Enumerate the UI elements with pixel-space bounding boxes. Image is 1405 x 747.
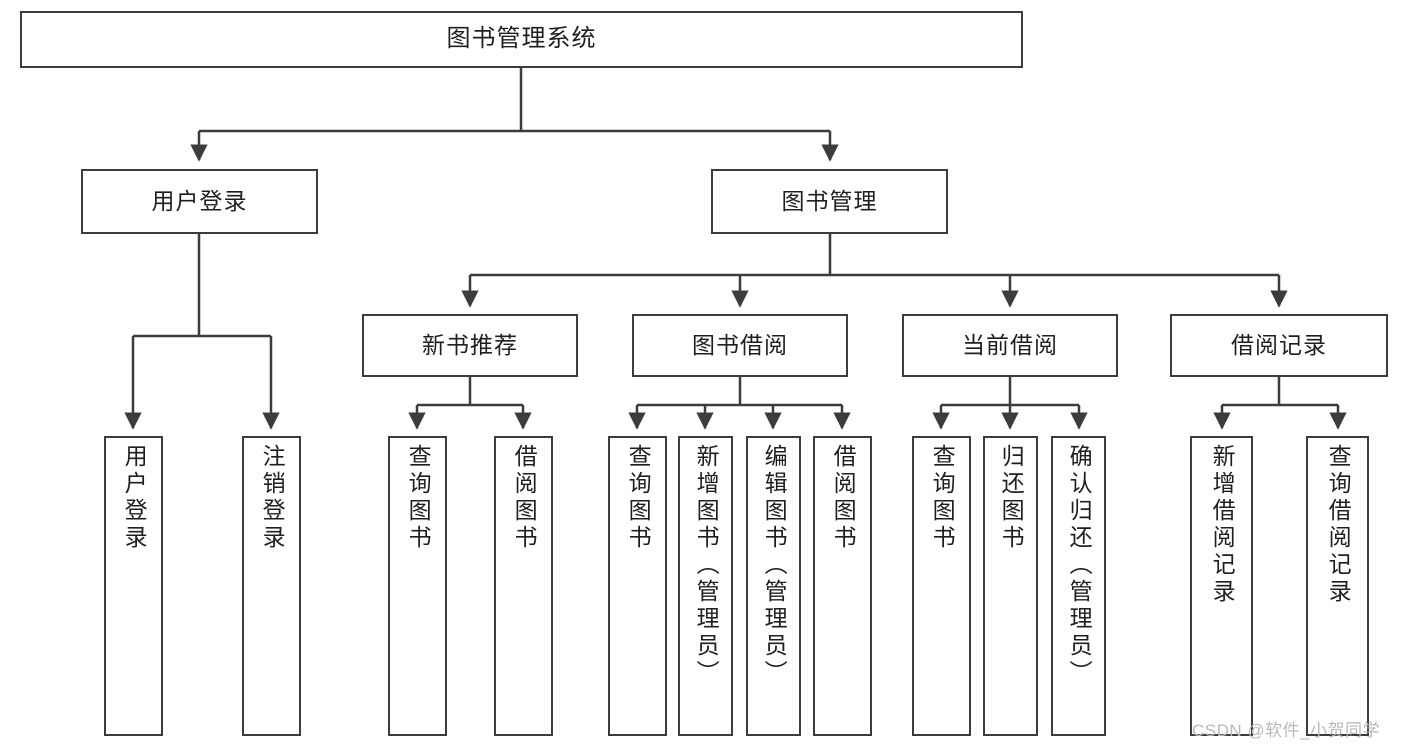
leaf-borrow-borrow-book[interactable]: 借阅图书 — [813, 436, 872, 736]
leaf-current-return-book[interactable]: 归还图书 — [983, 436, 1038, 736]
node-label: 当前借阅 — [962, 331, 1058, 358]
node-label: 图书管理系统 — [446, 25, 597, 53]
leaf-record-add-record[interactable]: 新增借阅记录 — [1190, 436, 1253, 736]
node-current-borrow[interactable]: 当前借阅 — [902, 314, 1118, 377]
node-label: 借阅记录 — [1231, 331, 1327, 358]
leaf-current-query-book[interactable]: 查询图书 — [912, 436, 971, 736]
node-label: 查询借阅记录 — [1325, 444, 1352, 606]
node-label: 归还图书 — [998, 444, 1025, 552]
node-label: 注销登录 — [259, 444, 286, 552]
node-label: 借阅图书 — [830, 444, 857, 552]
leaf-record-query-record[interactable]: 查询借阅记录 — [1306, 436, 1369, 736]
leaf-borrow-query-book[interactable]: 查询图书 — [608, 436, 667, 736]
node-label: 图书借阅 — [692, 331, 788, 358]
node-label: 查询图书 — [625, 444, 652, 552]
node-label: 新增图书（管理员） — [693, 444, 720, 687]
node-book-borrow[interactable]: 图书借阅 — [632, 314, 848, 377]
csdn-watermark: CSDN @软件_小贺同学 — [1192, 721, 1381, 740]
leaf-borrow-edit-book[interactable]: 编辑图书（管理员） — [746, 436, 801, 736]
node-borrow-record[interactable]: 借阅记录 — [1170, 314, 1388, 377]
node-label: 查询图书 — [405, 444, 432, 552]
node-label: 新增借阅记录 — [1209, 444, 1236, 606]
node-label: 编辑图书（管理员） — [761, 444, 788, 687]
node-label: 用户登录 — [121, 444, 148, 552]
node-label: 借阅图书 — [511, 444, 538, 552]
node-label: 用户登录 — [151, 187, 248, 214]
leaf-borrow-add-book[interactable]: 新增图书（管理员） — [678, 436, 733, 736]
node-new-book-recommend[interactable]: 新书推荐 — [362, 314, 578, 377]
leaf-user-login-login[interactable]: 用户登录 — [104, 436, 163, 736]
node-label: 查询图书 — [929, 444, 956, 552]
node-label: 新书推荐 — [422, 331, 518, 358]
leaf-recommend-borrow-book[interactable]: 借阅图书 — [494, 436, 553, 736]
node-root-system[interactable]: 图书管理系统 — [20, 11, 1023, 68]
node-label: 确认归还（管理员） — [1066, 444, 1093, 687]
leaf-current-confirm-return[interactable]: 确认归还（管理员） — [1051, 436, 1106, 736]
node-user-login[interactable]: 用户登录 — [81, 169, 318, 234]
node-book-management[interactable]: 图书管理 — [711, 169, 948, 234]
node-label: 图书管理 — [781, 187, 878, 214]
leaf-user-login-logout[interactable]: 注销登录 — [242, 436, 301, 736]
leaf-recommend-query-book[interactable]: 查询图书 — [388, 436, 447, 736]
